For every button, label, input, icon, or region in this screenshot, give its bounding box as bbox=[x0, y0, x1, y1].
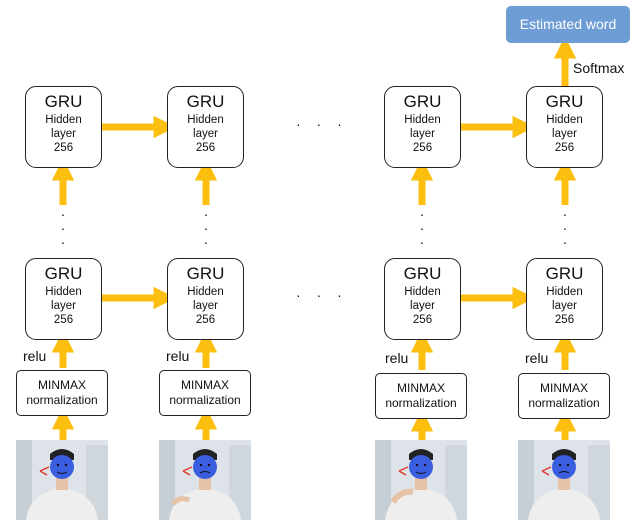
minmax-line1: MINMAX bbox=[397, 381, 445, 395]
gru-line3: 256 bbox=[412, 314, 433, 326]
gru-line3: 256 bbox=[53, 142, 74, 154]
gru-title: GRU bbox=[403, 264, 442, 283]
gru-cell-top-1: GRU Hidden layer 256 bbox=[25, 86, 102, 168]
gru-title: GRU bbox=[44, 264, 83, 283]
gru-line1: Hidden bbox=[404, 114, 441, 126]
gru-line1: Hidden bbox=[187, 286, 224, 298]
gru-title: GRU bbox=[186, 92, 225, 111]
video-frame-4 bbox=[518, 440, 610, 520]
ellipsis-top: · · · bbox=[296, 116, 348, 132]
minmax-line2: normalization bbox=[528, 396, 600, 410]
estimated-word-box: Estimated word bbox=[506, 6, 630, 43]
gru-cell-top-2: GRU Hidden layer 256 bbox=[167, 86, 244, 168]
minmax-line1: MINMAX bbox=[38, 378, 86, 392]
gru-title: GRU bbox=[403, 92, 442, 111]
video-frame-2 bbox=[159, 440, 251, 520]
gru-line3: 256 bbox=[554, 142, 575, 154]
gru-line2: layer bbox=[552, 128, 577, 140]
gru-title: GRU bbox=[545, 264, 584, 283]
gru-line3: 256 bbox=[195, 314, 216, 326]
gru-cell-top-4: GRU Hidden layer 256 bbox=[526, 86, 603, 168]
gru-line2: layer bbox=[410, 300, 435, 312]
gru-title: GRU bbox=[44, 92, 83, 111]
video-frame-3 bbox=[375, 440, 467, 520]
gru-line2: layer bbox=[51, 128, 76, 140]
minmax-line2: normalization bbox=[385, 396, 457, 410]
gru-line1: Hidden bbox=[404, 286, 441, 298]
gru-cell-top-3: GRU Hidden layer 256 bbox=[384, 86, 461, 168]
vertical-dots-4: ... bbox=[563, 203, 567, 247]
gru-line2: layer bbox=[193, 128, 218, 140]
softmax-label: Softmax bbox=[573, 60, 625, 76]
gru-line3: 256 bbox=[554, 314, 575, 326]
video-frame-1 bbox=[16, 440, 108, 520]
minmax-box-3: MINMAX normalization bbox=[375, 373, 467, 419]
face-mask bbox=[50, 455, 74, 479]
gru-line3: 256 bbox=[53, 314, 74, 326]
gru-cell-bottom-2: GRU Hidden layer 256 bbox=[167, 258, 244, 340]
vertical-dots-1: ... bbox=[61, 203, 65, 247]
relu-label-2: relu bbox=[166, 348, 190, 364]
face-mask bbox=[552, 455, 576, 479]
vertical-dots-2: ... bbox=[204, 203, 208, 247]
gru-line1: Hidden bbox=[546, 286, 583, 298]
face-mask bbox=[409, 455, 433, 479]
minmax-box-2: MINMAX normalization bbox=[159, 370, 251, 416]
gru-line1: Hidden bbox=[45, 114, 82, 126]
vertical-dots-3: ... bbox=[420, 203, 424, 247]
relu-label-1: relu bbox=[23, 348, 47, 364]
gru-line1: Hidden bbox=[546, 114, 583, 126]
gru-line2: layer bbox=[51, 300, 76, 312]
gru-cell-bottom-4: GRU Hidden layer 256 bbox=[526, 258, 603, 340]
minmax-line1: MINMAX bbox=[181, 378, 229, 392]
estimated-word-label: Estimated word bbox=[519, 16, 617, 32]
minmax-line2: normalization bbox=[26, 393, 98, 407]
gru-line3: 256 bbox=[195, 142, 216, 154]
gru-title: GRU bbox=[545, 92, 584, 111]
minmax-box-4: MINMAX normalization bbox=[518, 373, 610, 419]
ellipsis-bottom: · · · bbox=[296, 287, 348, 303]
relu-label-3: relu bbox=[385, 350, 409, 366]
gru-line3: 256 bbox=[412, 142, 433, 154]
gru-cell-bottom-3: GRU Hidden layer 256 bbox=[384, 258, 461, 340]
gru-title: GRU bbox=[186, 264, 225, 283]
minmax-line1: MINMAX bbox=[540, 381, 588, 395]
minmax-box-1: MINMAX normalization bbox=[16, 370, 108, 416]
gru-line2: layer bbox=[410, 128, 435, 140]
face-mask bbox=[193, 455, 217, 479]
gru-line2: layer bbox=[193, 300, 218, 312]
gru-line2: layer bbox=[552, 300, 577, 312]
gru-cell-bottom-1: GRU Hidden layer 256 bbox=[25, 258, 102, 340]
gru-line1: Hidden bbox=[45, 286, 82, 298]
relu-label-4: relu bbox=[525, 350, 549, 366]
gru-line1: Hidden bbox=[187, 114, 224, 126]
minmax-line2: normalization bbox=[169, 393, 241, 407]
